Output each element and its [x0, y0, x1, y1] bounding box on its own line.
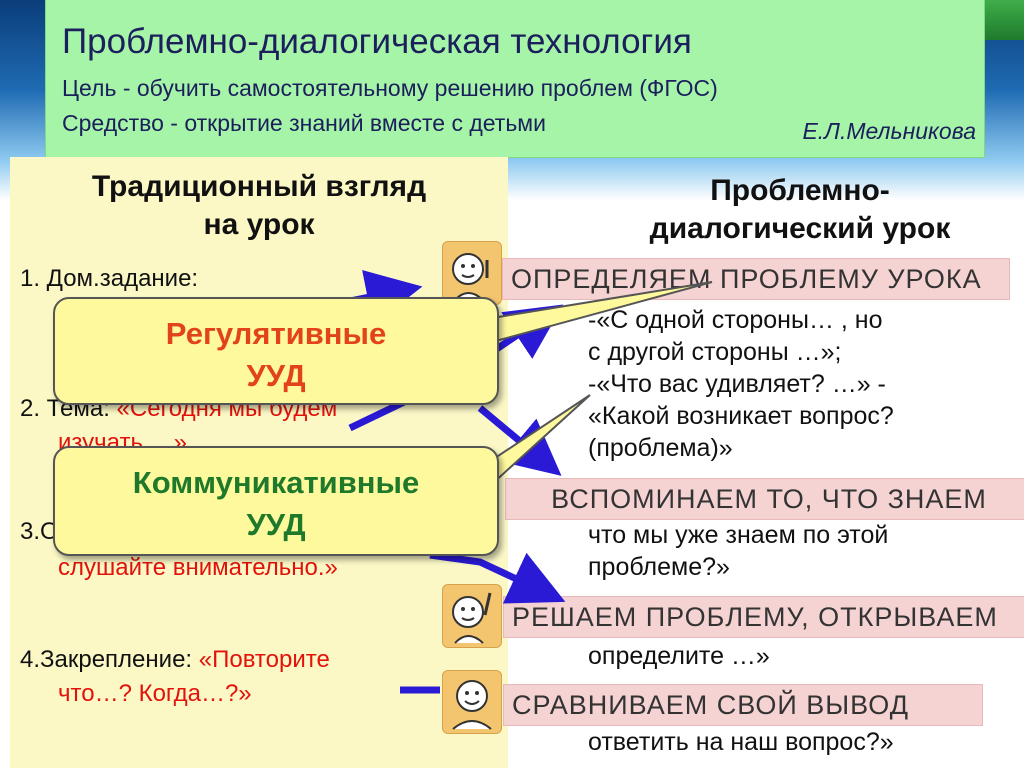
dialog-text-9: ответить на наш вопрос?»	[588, 728, 894, 756]
dialog-text-2: с другой стороны …»;	[588, 338, 842, 366]
dialog-text-4: «Какой возникает вопрос?	[588, 402, 894, 430]
step-recall-knowledge: ВСПОМИНАЕМ ТО, ЧТО ЗНАЕМ	[505, 478, 1024, 520]
dialog-text-5: (проблема)»	[588, 434, 733, 462]
regulative-callout: Регулятивные УУД	[53, 297, 499, 405]
arrow-to-solve	[429, 551, 566, 604]
step-compare-conclusion: СРАВНИВАЕМ СВОЙ ВЫВОД	[503, 684, 983, 726]
dialog-text-8: определите …»	[588, 642, 770, 670]
page-title: Проблемно-диалогическая технология	[62, 22, 692, 61]
smiling-child-icon	[442, 670, 502, 734]
dialog-text-1: -«С одной стороны… , но	[588, 306, 883, 334]
item-homework: 1. Дом.задание:	[20, 265, 199, 292]
header-panel: Проблемно-диалогическая технология Цель …	[46, 0, 984, 157]
communicative-callout: Коммуникативные УУД	[53, 446, 499, 556]
item-consolidation-quote: что…? Когда…?»	[58, 680, 252, 707]
background-green-corner	[985, 0, 1024, 40]
dialog-text-6: что мы уже знаем по этой	[588, 521, 889, 549]
step-define-problem: ОПРЕДЕЛЯЕМ ПРОБЛЕМУ УРОКА	[502, 258, 1010, 300]
dialog-text-3: -«Что вас удивляет? …» -	[588, 370, 886, 398]
author-name: Е.Л.Мельникова	[802, 118, 976, 144]
raising-hand-child-icon	[442, 584, 502, 648]
dialog-text-7: проблеме?»	[588, 553, 730, 581]
step-solve-problem: РЕШАЕМ ПРОБЛЕМУ, ОТКРЫВАЕМ	[503, 596, 1024, 638]
dialogic-heading: Проблемно- диалогический урок	[649, 174, 951, 245]
communicative-pointer	[491, 394, 591, 487]
traditional-heading: Традиционный взгляд на урок	[91, 170, 427, 241]
regulative-pointer	[491, 281, 713, 344]
means-text: Средство - открытие знаний вместе с деть…	[62, 110, 546, 136]
item-explanation-quote: слушайте внимательно.»	[58, 554, 338, 581]
goal-text: Цель - обучить самостоятельному решению …	[62, 75, 718, 101]
item-consolidation: 4.Закрепление: «Повторите	[20, 646, 330, 673]
